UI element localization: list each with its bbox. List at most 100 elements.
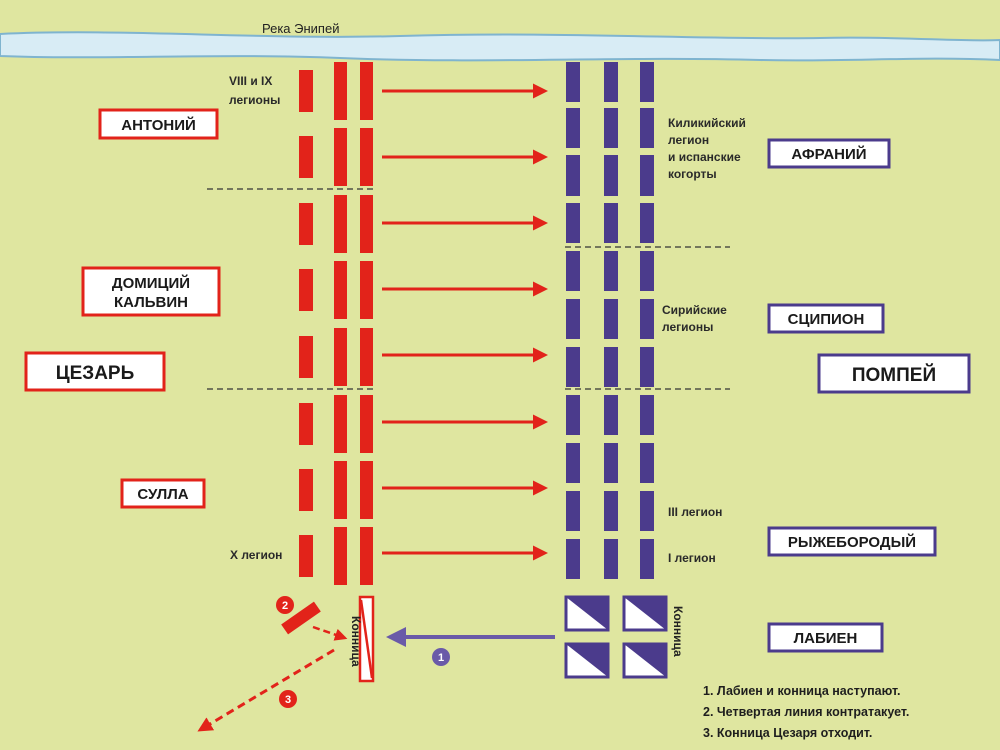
svg-text:3: 3 [285, 694, 291, 706]
pompey-box: ПОМПЕЙ [817, 353, 971, 394]
pompey-cohort [566, 251, 580, 291]
antony-box: АНТОНИЙ [98, 108, 219, 140]
pompey-cohort [640, 347, 654, 387]
pompey-cohort [604, 347, 618, 387]
fourth-line-unit [281, 601, 321, 635]
legend-note-1: 1. Лабиен и конница наступают. [703, 684, 900, 698]
pompey-cohort [640, 108, 654, 148]
svg-text:СУЛЛА: СУЛЛА [137, 486, 188, 503]
pompey-cohort [640, 491, 654, 531]
pompey-cohort [566, 347, 580, 387]
pompey-cohort [640, 62, 654, 102]
pompey-cavalry-unit [622, 595, 668, 632]
pompey-cohort [604, 443, 618, 483]
pompey-cohort [566, 62, 580, 102]
pompey-cohort [640, 443, 654, 483]
legion-label-cilician-2: легион [668, 133, 709, 147]
pompey-cohort [640, 251, 654, 291]
svg-text:ЛАБИЕН: ЛАБИЕН [794, 630, 858, 647]
legion-label-syrian-1: Сирийские [662, 303, 727, 317]
caesar-cavalry-diagonal [359, 599, 374, 679]
caesar-cohort [334, 527, 347, 585]
pompey-cohort [604, 491, 618, 531]
afranius-box: АФРАНИЙ [767, 138, 891, 169]
legend-note-3: 3. Конница Цезаря отходит. [703, 726, 872, 740]
pompey-cohort [604, 299, 618, 339]
pompey-cavalry-unit [622, 642, 668, 679]
caesar-reserve-cohort [299, 336, 313, 378]
svg-text:ПОМПЕЙ: ПОМПЕЙ [852, 364, 936, 386]
caesar-reserve-cohort [299, 203, 313, 245]
legion-label-viii-ix: VIII и IX [229, 74, 272, 88]
ahenobarbus-box: РЫЖЕБОРОДЫЙ [767, 526, 937, 557]
legion-label-iii: III легион [668, 505, 722, 519]
svg-text:СЦИПИОН: СЦИПИОН [788, 311, 865, 328]
river [0, 31, 1000, 62]
pompey-cohort [640, 203, 654, 243]
caesar-cohort [360, 128, 373, 186]
caesar-cohort [334, 461, 347, 519]
svg-text:1: 1 [438, 652, 444, 664]
legion-label-x: X легион [230, 548, 282, 562]
marker-3: 3 [279, 690, 297, 708]
domitius-calvinus-box: ДОМИЦИЙ КАЛЬВИН [81, 266, 221, 317]
caesar-cavalry-label: Конница [349, 616, 363, 667]
legion-label-cilician-3: и испанские [668, 150, 741, 164]
pompey-cohort [566, 155, 580, 196]
caesar-cohort [334, 328, 347, 386]
svg-text:КАЛЬВИН: КАЛЬВИН [114, 294, 188, 311]
marker-1: 1 [432, 648, 450, 666]
legion-label-i: I легион [668, 551, 716, 565]
caesar-reserve-cohort [299, 403, 313, 445]
caesar-legions [299, 62, 373, 585]
caesar-reserve-cohort [299, 535, 313, 577]
sulla-box: СУЛЛА [120, 478, 206, 509]
caesar-cohort [360, 328, 373, 386]
caesar-box: ЦЕЗАРЬ [24, 351, 166, 392]
caesar-cohort [334, 261, 347, 319]
pompey-cohort [640, 155, 654, 196]
pompey-cavalry-label: Конница [671, 606, 685, 657]
legion-label-cilician-1: Киликийский [668, 116, 746, 130]
cavalry-retreat-arrow [197, 648, 335, 732]
legion-label-cilician-4: когорты [668, 167, 717, 181]
fourth-line-arrow [312, 625, 348, 641]
pompey-cavalry-unit [564, 642, 610, 679]
pompey-cavalry [564, 595, 668, 679]
caesar-reserve-cohort [299, 136, 313, 178]
pompey-cohort [604, 539, 618, 579]
caesar-cohort [360, 261, 373, 319]
caesar-cohort [360, 395, 373, 453]
pompey-cohort [566, 539, 580, 579]
caesar-cohort [360, 195, 373, 253]
pompey-cohort [604, 108, 618, 148]
caesar-reserve-cohort [299, 469, 313, 511]
caesar-cohort [334, 128, 347, 186]
pompey-cohort [604, 203, 618, 243]
scipio-box: СЦИПИОН [767, 303, 885, 334]
pompey-cohort [604, 62, 618, 102]
svg-text:РЫЖЕБОРОДЫЙ: РЫЖЕБОРОДЫЙ [788, 533, 916, 551]
river-label: Река Энипей [262, 21, 339, 36]
pompey-cohort [566, 203, 580, 243]
pompey-cohort [640, 539, 654, 579]
svg-text:АФРАНИЙ: АФРАНИЙ [791, 145, 866, 163]
pompey-cohort [604, 395, 618, 435]
pompey-cohort [604, 251, 618, 291]
svg-text:2: 2 [282, 600, 288, 612]
caesar-reserve-cohort [299, 269, 313, 311]
legion-label-viii-ix-2: легионы [229, 93, 280, 107]
pompey-cohort [566, 299, 580, 339]
pompey-cohort [566, 491, 580, 531]
caesar-cohort [334, 195, 347, 253]
pompey-cohort [640, 299, 654, 339]
caesar-cohort [334, 395, 347, 453]
pompey-cavalry-unit [564, 595, 610, 632]
pompey-cohort [566, 443, 580, 483]
labienus-box: ЛАБИЕН [767, 622, 884, 653]
pompey-legions [566, 62, 654, 579]
svg-text:АНТОНИЙ: АНТОНИЙ [121, 116, 196, 134]
advance-arrows [382, 83, 548, 561]
svg-text:ЦЕЗАРЬ: ЦЕЗАРЬ [56, 363, 135, 384]
